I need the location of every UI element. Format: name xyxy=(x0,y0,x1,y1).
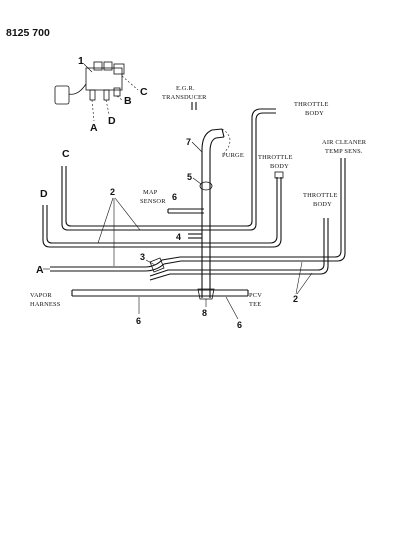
leader-7 xyxy=(191,141,203,153)
leader-d xyxy=(105,99,110,115)
callout-8: 8 xyxy=(202,308,207,318)
hose-tb-right-outer xyxy=(149,218,325,277)
air-cleaner-line2: TEMP SENS. xyxy=(325,148,363,155)
leader-6-right xyxy=(225,296,239,320)
leader-2d xyxy=(295,261,303,295)
throttle-body-mid-line1: THROTTLE xyxy=(258,154,293,161)
leader-2c xyxy=(114,197,141,231)
purge-hose-right xyxy=(209,136,225,298)
vapor-harness-line1: VAPOR xyxy=(30,292,52,299)
leader-1 xyxy=(83,63,93,73)
egr-label-line1: E.G.R. xyxy=(176,85,195,92)
end-c: C xyxy=(62,148,70,160)
callout-2-right: 2 xyxy=(293,294,298,304)
solenoid-nipple-a xyxy=(89,89,96,101)
throttle-body-right-line2: BODY xyxy=(313,201,332,208)
throttle-body-fitting xyxy=(274,171,284,179)
hose-c-outer xyxy=(61,112,276,231)
solenoid-port-top-right xyxy=(103,61,113,71)
purge-bend xyxy=(221,128,231,154)
callout-d-top: D xyxy=(108,115,116,127)
callout-b: B xyxy=(124,95,132,107)
connector-3 xyxy=(149,257,165,273)
leader-c xyxy=(121,75,139,91)
tee-8 xyxy=(197,288,215,300)
hose-d-outer xyxy=(42,177,282,248)
purge-hose-left xyxy=(201,128,223,298)
pcv-tee-line1: PCV xyxy=(249,292,262,299)
solenoid-nipple-b xyxy=(113,87,121,97)
pcv-tee-line2: TEE xyxy=(249,301,261,308)
solenoid-assembly xyxy=(54,61,125,105)
end-d: D xyxy=(40,188,48,200)
hose-a-inner xyxy=(50,158,346,272)
air-cleaner-line1: AIR CLEANER xyxy=(322,139,367,146)
purge-end xyxy=(221,128,225,138)
callout-7: 7 xyxy=(186,137,191,147)
solenoid-nipple-d xyxy=(103,89,110,101)
tee-5 xyxy=(199,181,213,191)
throttle-body-top-line1: THROTTLE xyxy=(294,101,329,108)
hose-a-outer xyxy=(50,158,342,268)
connector-wire xyxy=(68,83,87,95)
leader-5 xyxy=(192,177,202,185)
callout-5: 5 xyxy=(187,172,192,182)
solenoid-bracket xyxy=(113,63,125,75)
callout-6-right: 6 xyxy=(237,320,242,330)
figure-code: 8125 700 xyxy=(6,27,50,39)
egr-label-line2: TRANSDUCER xyxy=(162,94,207,101)
throttle-body-top-line2: BODY xyxy=(305,110,324,117)
callout-c-top: C xyxy=(140,86,148,98)
solenoid-port-top-left xyxy=(93,61,103,71)
hose-tb-right-inner xyxy=(149,218,329,281)
leader-2e xyxy=(296,272,313,295)
leader-3 xyxy=(145,259,156,266)
leader-2a xyxy=(97,197,114,244)
leader-a xyxy=(91,99,95,122)
leader-b xyxy=(116,95,123,101)
callout-4: 4 xyxy=(176,232,181,242)
throttle-body-right-line1: THROTTLE xyxy=(303,192,338,199)
callout-3: 3 xyxy=(140,252,145,262)
electrical-connector xyxy=(54,85,70,105)
hose-c-inner xyxy=(65,108,276,227)
hose-d-inner xyxy=(46,177,278,244)
map-sensor-line2: SENSOR xyxy=(140,198,166,205)
callout-6-map: 6 xyxy=(172,192,177,202)
callout-2-left: 2 xyxy=(110,187,115,197)
vapor-harness-line2: HARNESS xyxy=(30,301,61,308)
throttle-body-mid-line2: BODY xyxy=(270,163,289,170)
end-a: A xyxy=(36,264,44,276)
callout-1: 1 xyxy=(78,55,84,67)
map-sensor-line1: MAP xyxy=(143,189,158,196)
purge-label: PURGE xyxy=(222,152,244,159)
callout-a-top: A xyxy=(90,122,98,134)
callout-6-left: 6 xyxy=(136,316,141,326)
